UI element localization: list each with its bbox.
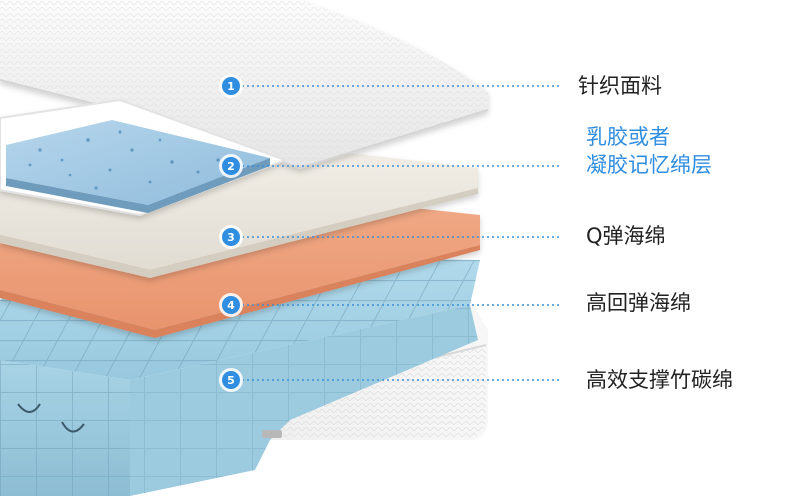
layer-3-label: Q弹海绵 — [586, 224, 666, 248]
marker-3: 3 — [219, 225, 243, 249]
marker-5-number: 5 — [227, 374, 235, 387]
layer-latex-gel — [6, 120, 270, 213]
marker-5: 5 — [219, 368, 243, 392]
marker-4-number: 4 — [227, 299, 235, 312]
leader-lines — [242, 85, 560, 381]
layer-1-label: 针织面料 — [578, 74, 662, 98]
marker-4: 4 — [219, 293, 243, 317]
layer-5-label: 高效支撑竹碳绵 — [586, 368, 733, 392]
marker-1-number: 1 — [227, 80, 235, 93]
layer-markers: 1 2 3 4 5 — [219, 74, 243, 392]
marker-1: 1 — [219, 74, 243, 98]
marker-3-number: 3 — [227, 231, 235, 244]
marker-2: 2 — [219, 154, 243, 178]
layer-4-label: 高回弹海绵 — [586, 291, 691, 315]
layer-2-label-line2: 凝胶记忆绵层 — [586, 153, 712, 177]
layer-2-label-line1: 乳胶或者 — [586, 125, 670, 149]
marker-2-number: 2 — [227, 160, 235, 173]
